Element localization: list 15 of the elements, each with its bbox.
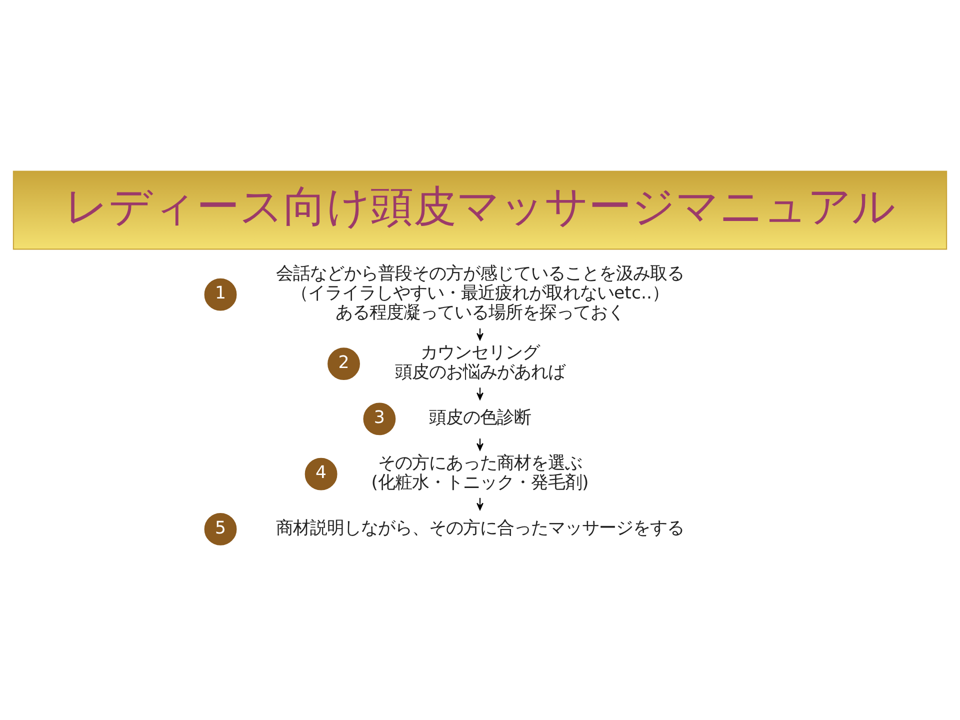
node-text: その方にあった商材を選ぶ (化粧水・トニック・発毛剤) — [371, 453, 589, 493]
node-text: カウンセリング 頭皮のお悩みがあれば — [395, 343, 565, 383]
arrow — [476, 498, 484, 510]
node-circle: 4 — [304, 458, 338, 490]
node-circle: 2 — [328, 348, 360, 380]
node-box: レディース向け頭皮マッサージマニュアル — [12, 170, 948, 250]
node-circle: 3 — [363, 402, 396, 436]
node-circle: 5 — [204, 513, 237, 546]
node-text: 頭皮の色診断 — [429, 408, 531, 428]
node-text: 会話などから普段その方が感じていることを汲み取る （イライラしやすい・最近疲れが取れないetc..） ある程度凝っている場所を探っておく — [276, 264, 684, 324]
arrow — [476, 438, 484, 451]
arrow — [476, 328, 484, 340]
node-text: 商材説明しながら、その方に合ったマッサージをする — [276, 518, 684, 538]
node-circle: 1 — [204, 278, 237, 311]
arrow — [476, 388, 484, 400]
